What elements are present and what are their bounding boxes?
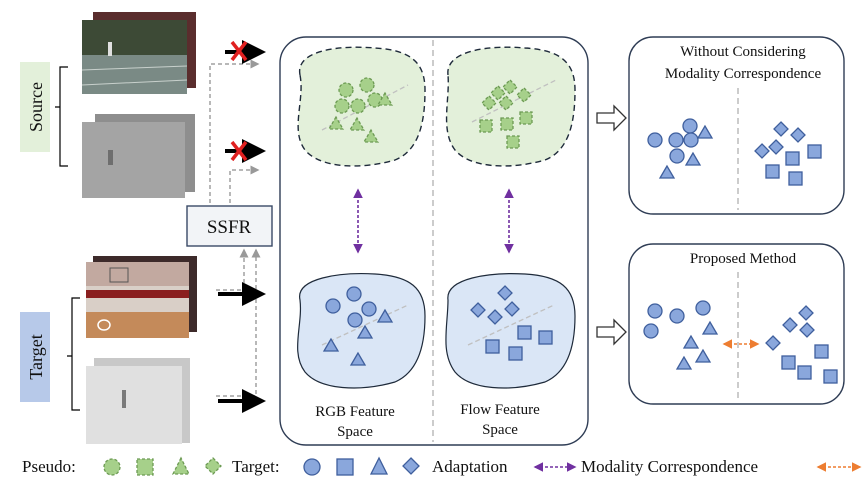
legend-pseudo-shapes [103, 456, 222, 476]
without-title-2: Modality Correspondence [665, 66, 822, 82]
legend-target-shapes [303, 456, 420, 476]
flow-pseudo-shapes [479, 79, 533, 149]
red-x-icon [230, 40, 248, 62]
ssfr-label: SSFR [207, 217, 252, 238]
hollow-arrow-bottom [596, 318, 627, 346]
rgb-pseudo-shapes [327, 77, 394, 143]
target-flow-frames [86, 358, 190, 444]
source-gray-dashed-paths [209, 59, 260, 210]
flow-pseudo-region [445, 46, 576, 167]
proposed-title: Proposed Method [690, 251, 797, 267]
without-title-1: Without Considering [680, 44, 806, 60]
source-bracket [55, 66, 68, 167]
without-shapes [647, 118, 822, 186]
flow-space-label-1: Flow Feature [460, 402, 540, 418]
without-correspondence-panel: Without Considering Modality Corresponde… [628, 36, 845, 215]
proposed-method-panel: Proposed Method [628, 243, 845, 405]
target-label: Target [26, 334, 46, 379]
flow-space-label-2: Space [482, 422, 518, 438]
source-rgb-frames [81, 12, 196, 94]
rgb-space-label-2: Space [337, 424, 373, 440]
target-gray-dashed-paths [216, 248, 261, 397]
ssfr-box: SSFR [186, 205, 273, 247]
flow-target-region [445, 273, 576, 389]
source-flow-frames [82, 114, 195, 198]
rgb-space-label-1: RGB Feature [315, 404, 395, 420]
legend-adaptation-label: Adaptation [432, 457, 508, 476]
source-label: Source [26, 82, 46, 132]
blocked-arrow-rgb [225, 40, 266, 64]
target-rgb-frames [86, 256, 197, 338]
proposed-shapes [643, 300, 838, 384]
source-label-box: Source [20, 62, 50, 152]
hollow-arrow-top [596, 104, 627, 132]
target-bracket [67, 297, 80, 411]
legend-target-label: Target: [232, 457, 280, 476]
legend: Pseudo: Target: Adaptation Modality Corr… [22, 456, 862, 476]
target-label-box: Target [20, 312, 50, 402]
red-x-icon [230, 140, 248, 162]
legend-modality-label: Modality Correspondence [581, 457, 758, 476]
blocked-arrow-flow [225, 139, 266, 163]
rgb-target-region [297, 273, 426, 389]
flow-target-shapes [470, 285, 553, 361]
legend-pseudo-label: Pseudo: [22, 457, 76, 476]
rgb-target-shapes [322, 286, 394, 366]
